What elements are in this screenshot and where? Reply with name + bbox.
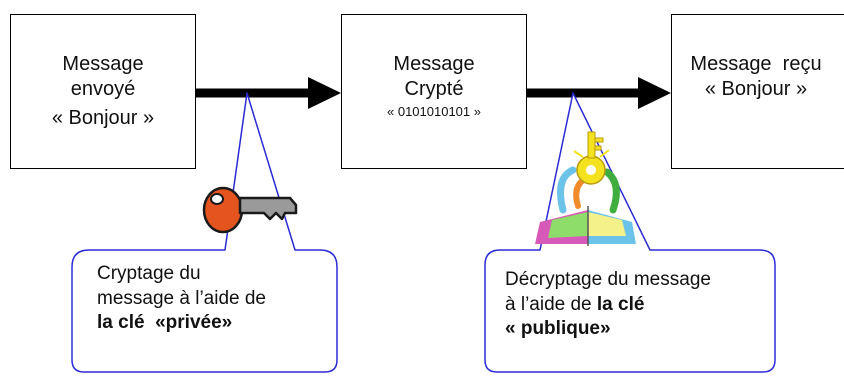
box-sent-line1: Message	[62, 53, 144, 75]
box-message-received: Message reçu « Bonjour »	[671, 14, 844, 169]
yellow-key-book-icon	[535, 131, 636, 246]
callout-private-key	[71, 92, 338, 373]
orange-key-icon	[202, 186, 298, 234]
box-sent-line2: envoyé	[70, 78, 136, 100]
callout-private-line1: Cryptage du	[97, 263, 201, 284]
callout-public-line1: Décryptage du message	[505, 269, 711, 290]
callout-public-line2-bold: la clé	[596, 293, 645, 315]
callout-private-line3: la clé «privée»	[97, 312, 233, 334]
box-encrypted-code: « 0101010101 »	[387, 104, 481, 119]
arrow-sent-to-encrypted	[196, 77, 341, 109]
box-encrypted-line2: Crypté	[404, 78, 464, 100]
callout-public-line3: « publique»	[505, 318, 611, 340]
box-message-encrypted: Message Crypté « 0101010101 »	[341, 14, 527, 169]
box-received-line1: Message reçu	[690, 53, 822, 75]
callout-private-text: Cryptage du message à l’aide de la clé «…	[97, 262, 266, 336]
box-received-line2: « Bonjour »	[704, 78, 808, 100]
arrow-encrypted-to-received	[527, 77, 671, 109]
callout-public-line2: à l’aide de la clé	[505, 293, 711, 318]
box-sent-line3: « Bonjour »	[51, 107, 155, 129]
callout-public-text: Décryptage du message à l’aide de la clé…	[505, 268, 711, 342]
box-encrypted-line1: Message	[393, 53, 475, 75]
callout-public-line2-prefix: à l’aide de	[505, 293, 597, 315]
callout-private-line2: message à l’aide de	[97, 287, 266, 309]
box-message-sent: Message envoyé « Bonjour »	[10, 14, 196, 169]
